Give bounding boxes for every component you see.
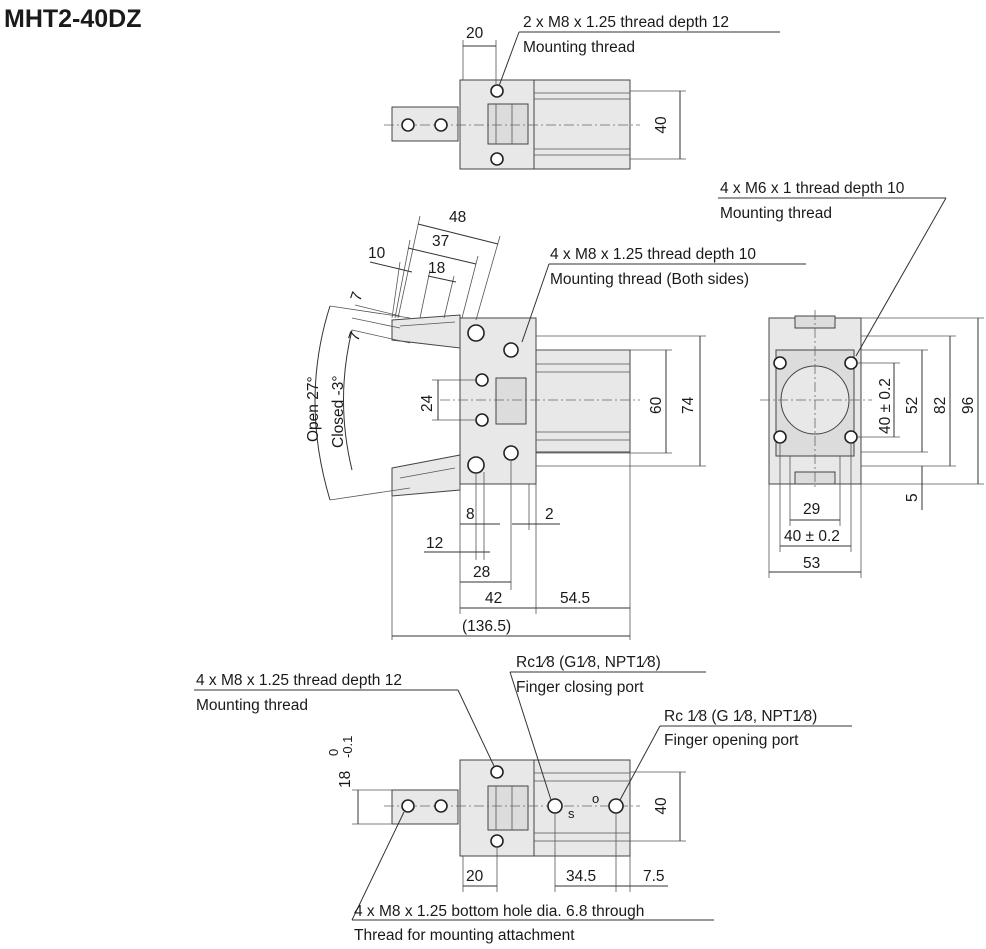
- dim-48: 48: [449, 209, 466, 226]
- side-mount-hole: [503, 342, 519, 358]
- side-head-window: [495, 377, 527, 425]
- angle-open-label: Open 27°: [305, 376, 322, 442]
- dim-12: 12: [426, 535, 443, 552]
- top-view: 20 40 2 x M8 x 1.25 thread depth 12 Moun…: [384, 14, 780, 170]
- bottom-dim-18-upper-tol: 0: [326, 749, 341, 756]
- port-mark-s: s: [568, 806, 575, 821]
- dim-24: 24: [419, 394, 436, 412]
- end-callout-line1: 4 x M6 x 1 thread depth 10: [720, 180, 905, 197]
- port-mark-o: o: [592, 791, 599, 806]
- bottom-mount-hole: [490, 834, 504, 848]
- end-mount-hole: [844, 430, 858, 444]
- bottom-attach-hole: [434, 799, 448, 813]
- end-dim-40-vertical: 40 ± 0.2: [877, 378, 894, 434]
- side-cylinder: [535, 349, 631, 453]
- opening-port-callout-line1: Rc 1⁄8 (G 1⁄8, NPT1⁄8): [664, 708, 817, 725]
- top-cylinder: [533, 79, 631, 170]
- dim-136-5: (136.5): [462, 618, 511, 635]
- bottom-dim-20: 20: [466, 868, 484, 885]
- bottom-dim-18-lower-tol: -0.1: [340, 736, 355, 758]
- bottom-thread-callout-line1: 4 x M8 x 1.25 thread depth 12: [196, 672, 402, 689]
- finger-opening-port: [608, 798, 624, 814]
- side-pin-hole: [475, 373, 489, 387]
- finger-closing-port: [547, 798, 563, 814]
- end-view: 40 ± 0.2 52 82 96 5 29 40 ± 0.2 53 4 x M…: [718, 180, 984, 578]
- bottom-mount-hole: [490, 765, 504, 779]
- top-jaw-hole: [401, 118, 415, 132]
- end-mount-hole: [844, 356, 858, 370]
- end-dim-52: 52: [904, 397, 921, 414]
- top-dim-height: 40: [653, 116, 670, 134]
- top-callout-line2: Mounting thread: [523, 39, 635, 56]
- side-mount-hole: [467, 324, 485, 342]
- bottom-dim-18: 18: [337, 771, 354, 788]
- top-head-inner: [487, 103, 529, 145]
- side-pin-hole: [475, 413, 489, 427]
- closing-port-callout-line2: Finger closing port: [516, 679, 644, 696]
- dim-42: 42: [485, 590, 502, 607]
- dim-2: 2: [545, 506, 554, 523]
- bottom-dim-34-5: 34.5: [566, 868, 596, 885]
- bottom-dim-40: 40: [653, 797, 670, 815]
- side-view: Open 27° Closed -3° 48 37 10 18 7 7 24 6…: [305, 209, 806, 640]
- side-callout-line2: Mounting thread (Both sides): [550, 271, 749, 288]
- bottom-attach-hole: [401, 799, 415, 813]
- drawing-title: MHT2-40DZ: [4, 5, 142, 33]
- angle-closed-label: Closed -3°: [330, 375, 347, 448]
- end-dim-82: 82: [932, 397, 949, 414]
- bottom-head-inner: [487, 785, 529, 831]
- top-callout-line1: 2 x M8 x 1.25 thread depth 12: [523, 14, 729, 31]
- end-dim-53: 53: [803, 555, 820, 572]
- end-mount-hole: [773, 356, 787, 370]
- end-callout-line2: Mounting thread: [720, 205, 832, 222]
- end-dim-29: 29: [803, 501, 820, 518]
- top-dim-width: 20: [466, 25, 484, 42]
- side-mount-hole: [467, 456, 485, 474]
- end-dim-40-horizontal: 40 ± 0.2: [784, 528, 840, 545]
- bottom-dim-7-5: 7.5: [643, 868, 665, 885]
- attach-callout-line1: 4 x M8 x 1.25 bottom hole dia. 6.8 throu…: [354, 903, 644, 920]
- dim-28: 28: [473, 564, 490, 581]
- dim-18: 18: [428, 260, 445, 277]
- angle-arc: [314, 305, 331, 501]
- end-mount-hole: [773, 430, 787, 444]
- closing-port-callout-line1: Rc1⁄8 (G1⁄8, NPT1⁄8): [516, 654, 661, 671]
- bottom-view: s o 18 0 -0.1 40 20 34.5 7.5 4 x M8 x 1.…: [194, 654, 852, 944]
- end-dim-5: 5: [904, 493, 921, 502]
- side-mount-hole: [503, 445, 519, 461]
- dim-54-5: 54.5: [560, 590, 590, 607]
- attach-callout-line2: Thread for mounting attachment: [354, 927, 575, 944]
- dim-74: 74: [680, 396, 697, 414]
- opening-port-callout-line2: Finger opening port: [664, 732, 799, 749]
- dim-10: 10: [368, 245, 386, 262]
- dim-7a: 7: [348, 290, 367, 303]
- top-mount-hole: [490, 152, 504, 166]
- side-callout-line1: 4 x M8 x 1.25 thread depth 10: [550, 246, 756, 263]
- dim-8: 8: [466, 506, 475, 523]
- end-dim-96: 96: [960, 397, 977, 414]
- side-finger-upper: [391, 314, 461, 349]
- bottom-thread-callout-line2: Mounting thread: [196, 697, 308, 714]
- top-mount-hole: [490, 84, 504, 98]
- side-finger-lower: [391, 454, 461, 497]
- top-jaw-hole: [434, 118, 448, 132]
- dim-60: 60: [648, 396, 665, 414]
- dim-37: 37: [432, 233, 449, 250]
